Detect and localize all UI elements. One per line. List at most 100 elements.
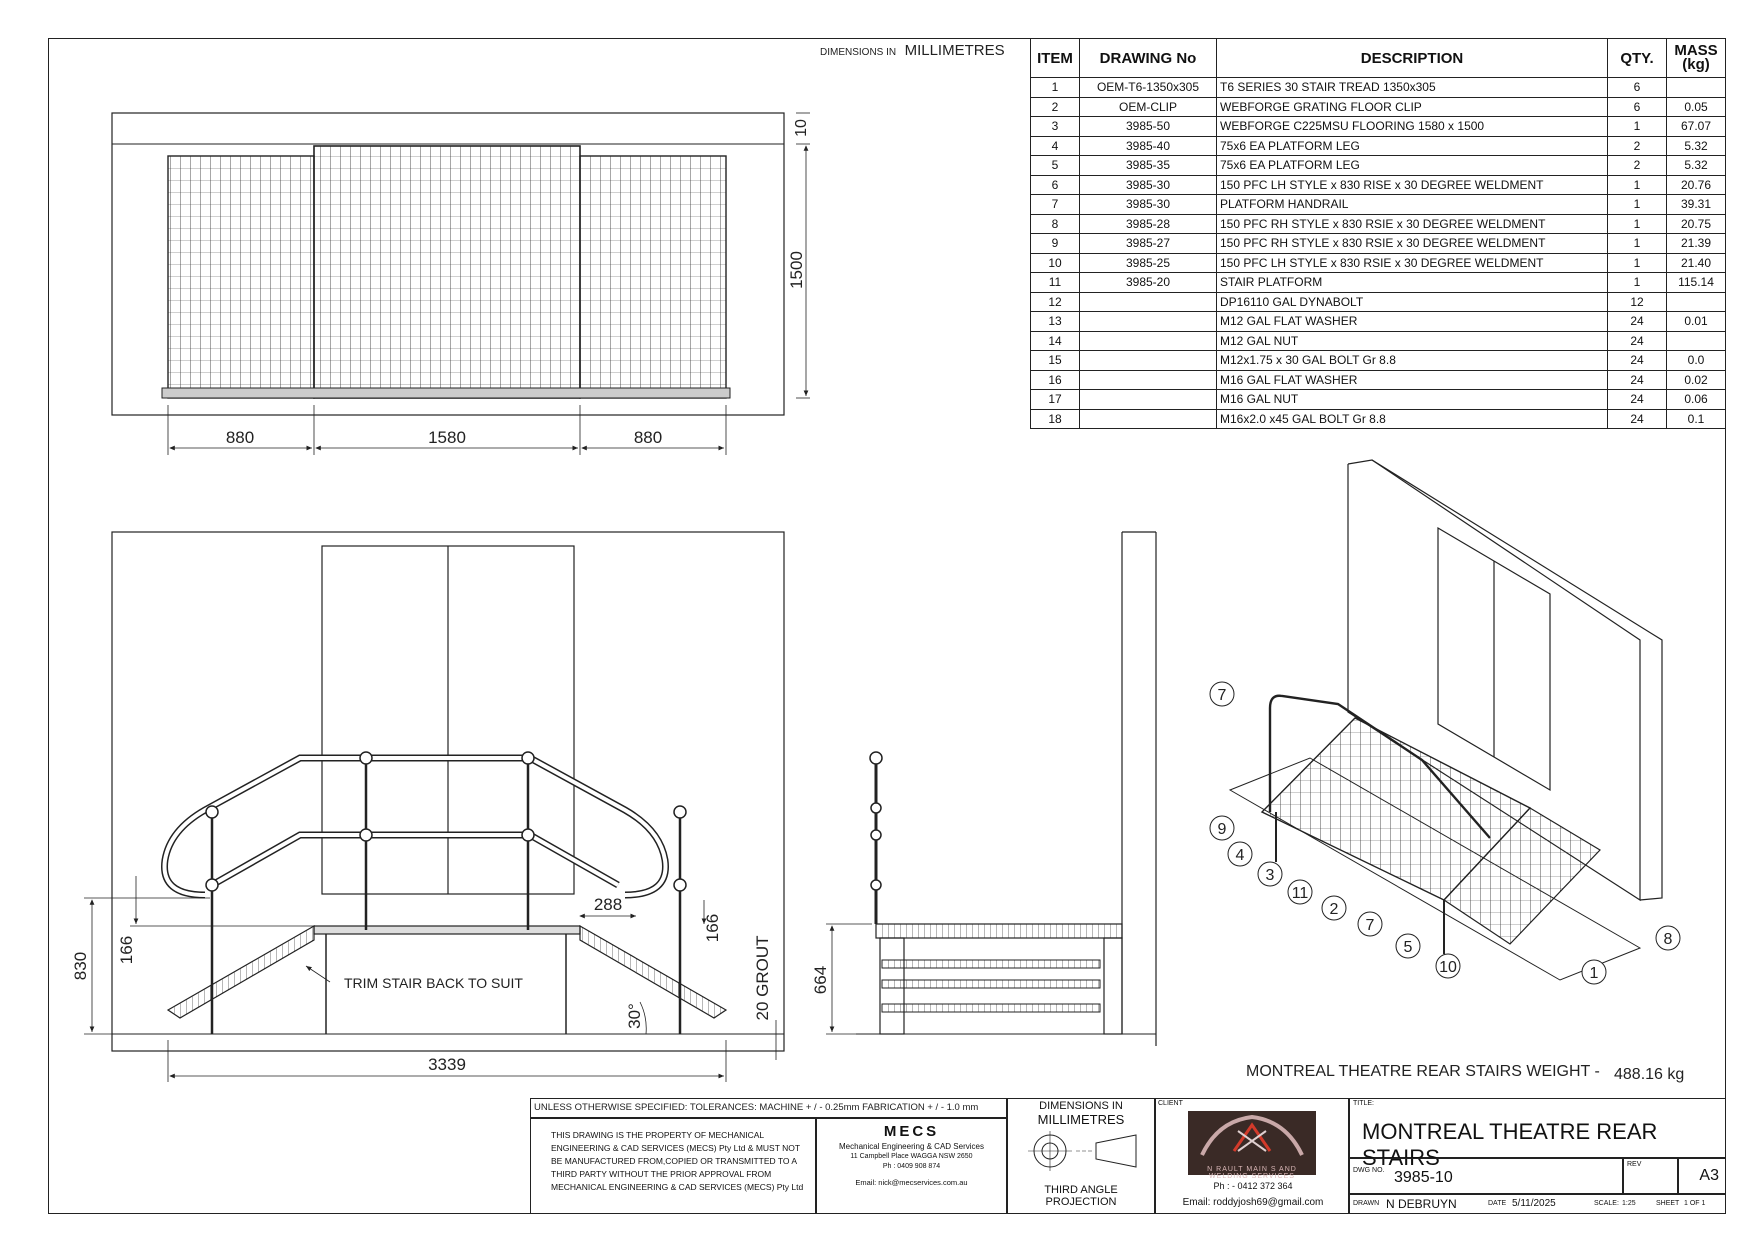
balloon-circle	[1655, 925, 1681, 951]
tolerance-note: UNLESS OTHERWISE SPECIFIED: TOLERANCES: …	[534, 1102, 979, 1113]
bom-mass: 20.75	[1666, 213, 1726, 234]
sheet-label: SHEET	[1656, 1200, 1680, 1207]
bom-drawing-no: 3985-50	[1079, 116, 1217, 137]
plan-wall-outline	[111, 112, 785, 416]
balloon-circle	[1321, 895, 1347, 921]
plan-right-stair	[579, 155, 727, 399]
bom-mass: 115.14	[1666, 272, 1726, 293]
date-label: DATE	[1488, 1200, 1507, 1207]
front-view: 830 166 288 166 20 GROUT 30° TRIM STAIR …	[71, 531, 785, 1082]
bom-mass: 0.06	[1666, 389, 1726, 410]
bom-mass: 0.05	[1666, 96, 1726, 117]
bom-description: M16x2.0 x45 GAL BOLT Gr 8.8	[1216, 408, 1608, 429]
front-right-stringer	[579, 924, 728, 1019]
rev-label: REV	[1627, 1161, 1642, 1168]
dwg-number: 3985-10	[1394, 1169, 1453, 1186]
sheet-size: A3	[1699, 1167, 1719, 1184]
bom-header-mass: MASS (kg)	[1666, 38, 1726, 78]
plan-front-edge	[161, 387, 731, 399]
bom-description: PLATFORM HANDRAIL	[1216, 194, 1608, 215]
bom-drawing-no: OEM-CLIP	[1079, 96, 1217, 117]
balloon-circle	[1209, 815, 1235, 841]
iso-door	[1437, 526, 1551, 792]
bom-header-item: ITEM	[1030, 38, 1080, 78]
balloon-circle	[1287, 879, 1313, 905]
dwg-label: DWG NO.	[1353, 1167, 1385, 1174]
balloon-number: 7	[1218, 687, 1227, 704]
balloon-circle	[1257, 861, 1283, 887]
front-dim-830: 830	[71, 952, 90, 980]
bom-drawing-no: 3985-27	[1079, 233, 1217, 254]
title-dims-unit: MILLIMETRES	[1037, 1112, 1125, 1127]
balloon-circle	[1581, 959, 1607, 985]
bom-mass: 67.07	[1666, 116, 1726, 137]
balloon-number: 9	[1218, 821, 1227, 838]
side-view: 664	[811, 531, 1157, 1046]
bom-description: T6 SERIES 30 STAIR TREAD 1350x305	[1216, 77, 1608, 98]
company-cell: MECS Mechanical Engineering & CAD Servic…	[816, 1118, 1007, 1214]
balloon-number: 10	[1439, 959, 1457, 976]
front-grout: 20 GROUT	[753, 935, 772, 1020]
plan-view: 10 1500 880 1580 880	[111, 112, 810, 455]
bom-header-drawing: DRAWING No	[1079, 38, 1217, 78]
rev-cell: REV	[1623, 1158, 1678, 1194]
drawn-row: DRAWN N DEBRUYN DATE 5/11/2025 SCALE: 1:…	[1349, 1194, 1726, 1214]
bom-description: DP16110 GAL DYNABOLT	[1216, 291, 1608, 312]
front-dim-overall: 3339	[428, 1055, 466, 1074]
plan-dim-right: 880	[634, 428, 662, 447]
property-notice: THIS DRAWING IS THE PROPERTY OF MECHANIC…	[531, 1119, 815, 1194]
plan-dim-left: 880	[226, 428, 254, 447]
scale-label: SCALE:	[1594, 1200, 1619, 1207]
bom-mass: 0.1	[1666, 408, 1726, 429]
plan-dim-depth: 1500	[787, 251, 806, 289]
plan-dim-top: 10	[793, 119, 810, 137]
balloon-number: 2	[1330, 901, 1339, 918]
iso-wall	[1347, 459, 1663, 901]
dimensions-prefix: DIMENSIONS IN	[820, 47, 897, 58]
front-wall-outline	[111, 531, 785, 1052]
plan-left-stair	[167, 155, 315, 399]
balloon-circle	[1395, 933, 1421, 959]
company-phone: Ph : 0409 908 874	[882, 1163, 941, 1170]
front-dim-288: 288	[594, 895, 622, 914]
title-label: TITLE:	[1353, 1100, 1375, 1107]
side-dim-664: 664	[811, 966, 830, 994]
front-handrail-mid	[210, 831, 620, 889]
weight-label: MONTREAL THEATRE REAR STAIRS WEIGHT -	[1246, 1063, 1600, 1080]
dwg-no-cell: DWG NO. 3985-10	[1349, 1158, 1623, 1194]
bom-item: 18	[1030, 408, 1080, 429]
balloon-number: 4	[1236, 847, 1245, 864]
bom-qty: 24	[1607, 389, 1667, 410]
weight-value: 488.16 kg	[1614, 1066, 1684, 1083]
size-cell: A3	[1678, 1158, 1726, 1194]
scale-value: 1:25	[1622, 1200, 1636, 1207]
front-platform-deck	[313, 925, 581, 935]
property-line: ENGINEERING & CAD SERVICES (MECS) Pty Lt…	[551, 1143, 801, 1153]
third-angle-symbol	[1028, 1131, 1137, 1171]
balloon-number: 11	[1292, 885, 1309, 902]
front-dim-166-left: 166	[117, 936, 136, 964]
title-cell: TITLE: MONTREAL THEATRE REAR STAIRS	[1349, 1098, 1726, 1170]
bom-header-description: DESCRIPTION	[1216, 38, 1608, 78]
company-email: Email: nick@mecservices.com.au	[855, 1178, 968, 1187]
company-short: MECS	[883, 1123, 940, 1140]
company-address: 11 Campbell Place WAGGA NSW 2650	[850, 1153, 973, 1160]
balloon-circle	[1435, 953, 1461, 979]
title-dims-prefix: DIMENSIONS IN	[1039, 1100, 1123, 1112]
bom-mass: 0.02	[1666, 369, 1726, 390]
client-phone: Ph : - 0412 372 364	[1213, 1181, 1293, 1191]
client-logo: N RAULT MAIN S AND WELDING SERVICES	[1188, 1111, 1316, 1180]
balloon-number: 7	[1366, 917, 1375, 934]
client-logo-text: N RAULT MAIN S AND WELDING SERVICES	[1207, 1166, 1297, 1180]
dimensions-note: DIMENSIONS IN MILLIMETRES	[820, 42, 1005, 60]
balloon-number: 1	[1590, 965, 1599, 982]
date-value: 5/11/2025	[1512, 1198, 1556, 1209]
property-line: MECHANICAL ENGINEERING & CAD SERVICES (M…	[551, 1182, 804, 1192]
front-handrail-outer	[161, 754, 669, 899]
